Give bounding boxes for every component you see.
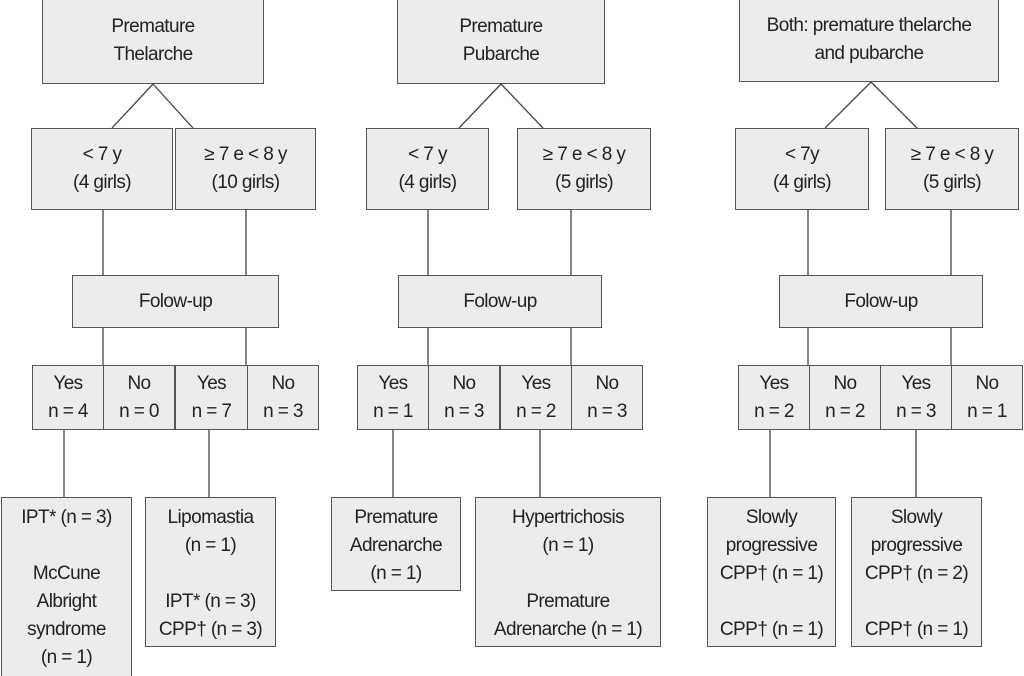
outcome-yes-box: Yes n = 2 — [738, 365, 810, 430]
age-7-to-8-box: ≥ 7 e < 8 y (5 girls) — [885, 128, 1019, 210]
age-under-7-box: < 7y (4 girls) — [735, 128, 869, 210]
outcome-no-box: No n = 3 — [428, 365, 500, 430]
result-box: Slowly progressive CPP† (n = 1) CPP† (n … — [707, 497, 836, 647]
result-box: Premature Adrenarche (n = 1) — [331, 497, 461, 591]
outcome-yes-box: Yes n = 1 — [357, 365, 429, 430]
outcome-yes-box: Yes n = 2 — [500, 365, 572, 430]
follow-up-box: Folow-up — [398, 275, 602, 328]
outcome-yes-box: Yes n = 3 — [880, 365, 952, 430]
outcome-no-box: No n = 2 — [809, 365, 881, 430]
premature-pubarche-box: Premature Pubarche — [397, 0, 605, 84]
result-box: IPT* (n = 3) McCune Albright syndrome (n… — [1, 497, 132, 676]
outcome-no-box: No n = 3 — [247, 365, 319, 430]
result-box: Lipomastia (n = 1) IPT* (n = 3) CPP† (n … — [145, 497, 276, 647]
age-7-to-8-box: ≥ 7 e < 8 y (5 girls) — [517, 128, 651, 210]
result-box: Hypertrichosis (n = 1) Premature Adrenar… — [475, 497, 661, 647]
outcome-no-box: No n = 0 — [103, 365, 175, 430]
outcome-no-box: No n = 1 — [951, 365, 1023, 430]
outcome-no-box: No n = 3 — [571, 365, 643, 430]
follow-up-box: Folow-up — [72, 275, 279, 328]
outcome-yes-box: Yes n = 4 — [32, 365, 104, 430]
follow-up-box: Folow-up — [779, 275, 983, 328]
outcome-yes-box: Yes n = 7 — [175, 365, 248, 430]
age-under-7-box: < 7 y (4 girls) — [366, 128, 489, 210]
result-box: Slowly progressive CPP† (n = 2) CPP† (n … — [851, 497, 982, 647]
both-thelarche-pubarche-box: Both: premature thelarche and pubarche — [739, 0, 999, 82]
age-under-7-box: < 7 y (4 girls) — [31, 128, 173, 210]
premature-thelarche-box: Premature Thelarche — [42, 0, 264, 84]
age-7-to-8-box: ≥ 7 e < 8 y (10 girls) — [175, 128, 316, 210]
